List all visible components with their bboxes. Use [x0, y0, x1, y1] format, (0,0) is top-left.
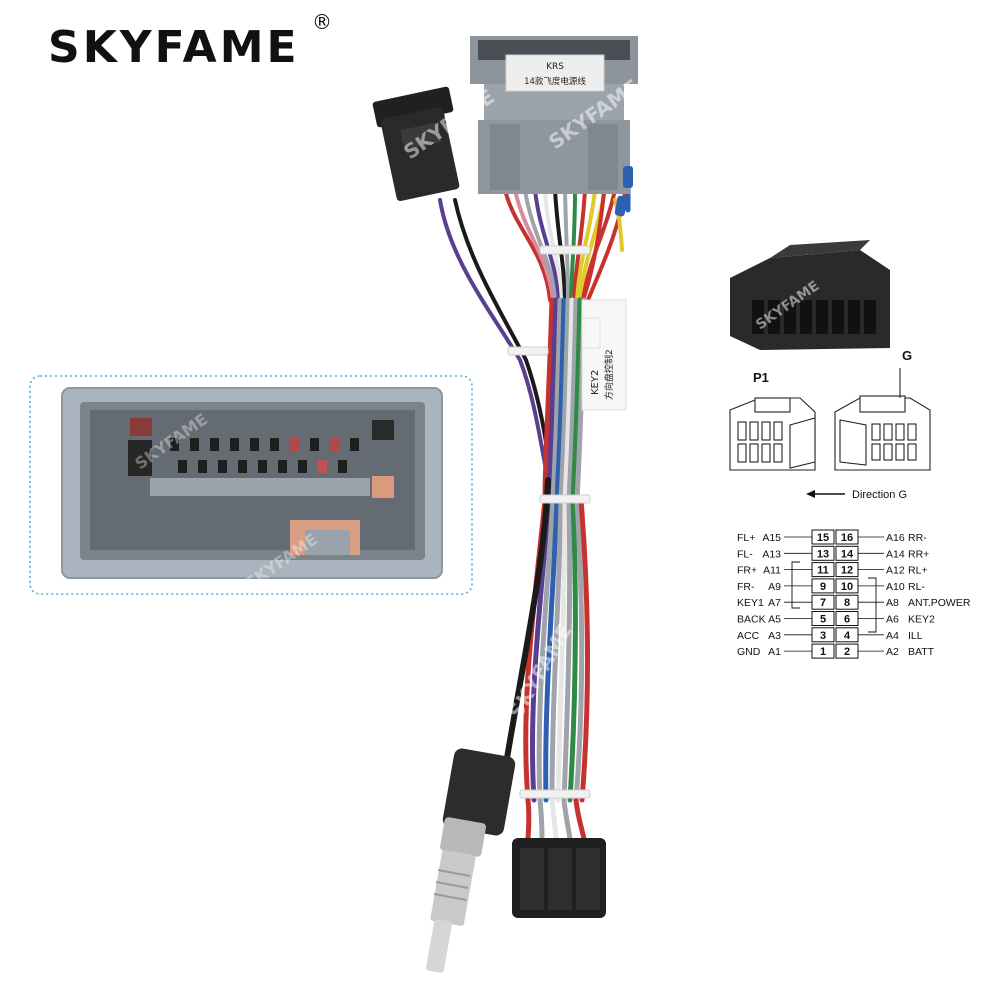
main-harness-connector: KRS 14款飞度电源线	[470, 36, 638, 194]
pin-number: 15	[817, 532, 829, 544]
pin-number: 14	[841, 548, 854, 560]
pin-number: 7	[820, 597, 826, 609]
pin-function: GND	[737, 646, 761, 658]
p1-connector-drawing	[729, 397, 816, 471]
pin-number: 9	[820, 581, 826, 593]
pin-code: A6	[886, 614, 899, 626]
pin-code: A11	[763, 565, 781, 577]
pin-code: A9	[768, 581, 781, 593]
p1-label: P1	[753, 370, 769, 385]
small-black-connector	[372, 86, 460, 201]
g-connector-drawing	[834, 368, 931, 471]
pin-code: A4	[886, 630, 899, 642]
pin-function: FR-	[737, 581, 755, 593]
pin-number: 6	[844, 614, 850, 626]
pin-number: 1	[820, 646, 826, 658]
pin-code: A2	[886, 646, 899, 658]
pin-function: FL-	[737, 548, 753, 560]
pin-number: 13	[817, 548, 829, 560]
pin-function: RL+	[908, 565, 928, 577]
pin-code: A13	[762, 548, 781, 560]
pin-function: RR+	[908, 548, 929, 560]
connector-label: 14款飞度电源线	[524, 76, 586, 87]
zip-ties	[507, 245, 591, 799]
pin-function: RR-	[908, 532, 927, 544]
pin-function: ACC	[737, 630, 760, 642]
antenna-plug	[426, 748, 516, 973]
svg-text:方向盘控制2: 方向盘控制2	[603, 349, 615, 400]
output-connector	[512, 838, 606, 918]
pin-code: A8	[886, 597, 899, 609]
pin-number: 12	[841, 565, 853, 577]
wire-bundle	[438, 173, 631, 843]
svg-text:KEY2: KEY2	[590, 370, 601, 395]
pin-code: A15	[762, 532, 781, 544]
pin-code: A12	[886, 565, 905, 577]
g-label: G	[902, 348, 912, 363]
pin-bracket	[791, 561, 800, 609]
pin-number: 10	[841, 581, 853, 593]
pin-function: FR+	[737, 565, 757, 577]
pin-function: FL+	[737, 532, 755, 544]
pin-bracket	[868, 577, 877, 633]
pin-code: A3	[768, 630, 781, 642]
pin-code: A1	[768, 646, 781, 658]
pin-number: 16	[841, 532, 853, 544]
pin-function: ILL	[908, 630, 923, 642]
pin-function: KEY2	[908, 614, 935, 626]
pin-function: BACK	[737, 614, 766, 626]
wire-label-tag	[581, 317, 601, 349]
pin-code: A7	[768, 597, 781, 609]
pin-function: KEY1	[737, 597, 764, 609]
pin-function: RL-	[908, 581, 925, 593]
pin-number: 4	[844, 630, 851, 642]
pin-code: A10	[886, 581, 905, 593]
direction-label: Direction G	[852, 489, 907, 501]
pin-number: 8	[844, 597, 850, 609]
direction-arrow	[806, 490, 845, 498]
registered-mark: ®	[312, 10, 332, 34]
brand-logo: SKYFAME	[48, 22, 300, 73]
pin-function: BATT	[908, 646, 935, 658]
pin-number: 11	[817, 565, 829, 577]
connector-closeup-inset: SKYFAME SKYFAME	[29, 375, 473, 595]
header-photo: SKYFAME	[730, 240, 890, 350]
pin-function: ANT.POWER	[908, 597, 971, 609]
pin-code: A14	[886, 548, 905, 560]
pin-number: 2	[844, 646, 850, 658]
connector-label: KRS	[546, 62, 564, 72]
wire-label-tag: KEY2 方向盘控制2	[581, 299, 627, 411]
pin-number: 3	[820, 630, 826, 642]
pin-number: 5	[820, 614, 826, 626]
pin-code: A5	[768, 614, 781, 626]
blue-wire-tips	[614, 166, 633, 217]
pin-code: A16	[886, 532, 905, 544]
